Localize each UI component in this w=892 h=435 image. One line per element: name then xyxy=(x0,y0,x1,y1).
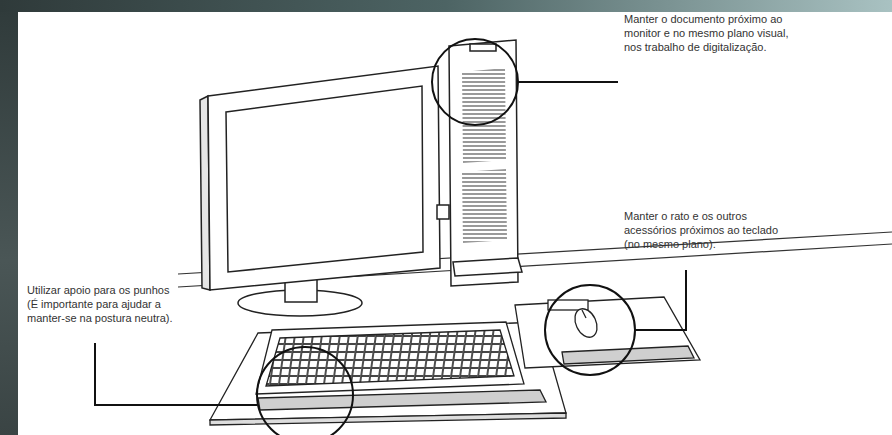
holder-clip xyxy=(470,44,496,51)
mouse-tray xyxy=(515,297,700,368)
highlight-circles xyxy=(257,39,635,435)
document-holder xyxy=(437,40,522,286)
leader-line xyxy=(518,81,618,83)
holder-arm xyxy=(437,205,449,219)
monitor xyxy=(200,66,440,316)
highlight-circle xyxy=(545,285,635,375)
leader-lines xyxy=(95,82,686,405)
leader-line xyxy=(635,270,686,330)
keyboard xyxy=(256,322,524,394)
monitor-screen xyxy=(226,86,423,272)
keyboard-keys xyxy=(266,330,514,386)
holder-ledge xyxy=(453,258,522,276)
holder-panel xyxy=(449,40,518,286)
page-frame xyxy=(0,0,18,435)
highlight-circle xyxy=(257,347,353,435)
document-text xyxy=(462,68,506,163)
keyboard-tray xyxy=(210,322,566,425)
callout-text: Manter o rato e os outros acessórios pró… xyxy=(624,209,796,251)
mouse xyxy=(571,305,602,341)
tray-surface xyxy=(515,297,700,368)
mouse-button-split xyxy=(582,310,586,318)
monitor-frame xyxy=(208,66,440,290)
document-text xyxy=(462,169,507,243)
leader-line xyxy=(95,343,257,405)
page-frame xyxy=(0,0,892,12)
wrist-rest xyxy=(258,390,546,410)
callout-text: Manter o documento próximo ao monitor e … xyxy=(624,12,792,54)
callout-text: Utilizar apoio para os punhos (É importa… xyxy=(27,283,177,325)
highlight-circle xyxy=(432,39,518,125)
